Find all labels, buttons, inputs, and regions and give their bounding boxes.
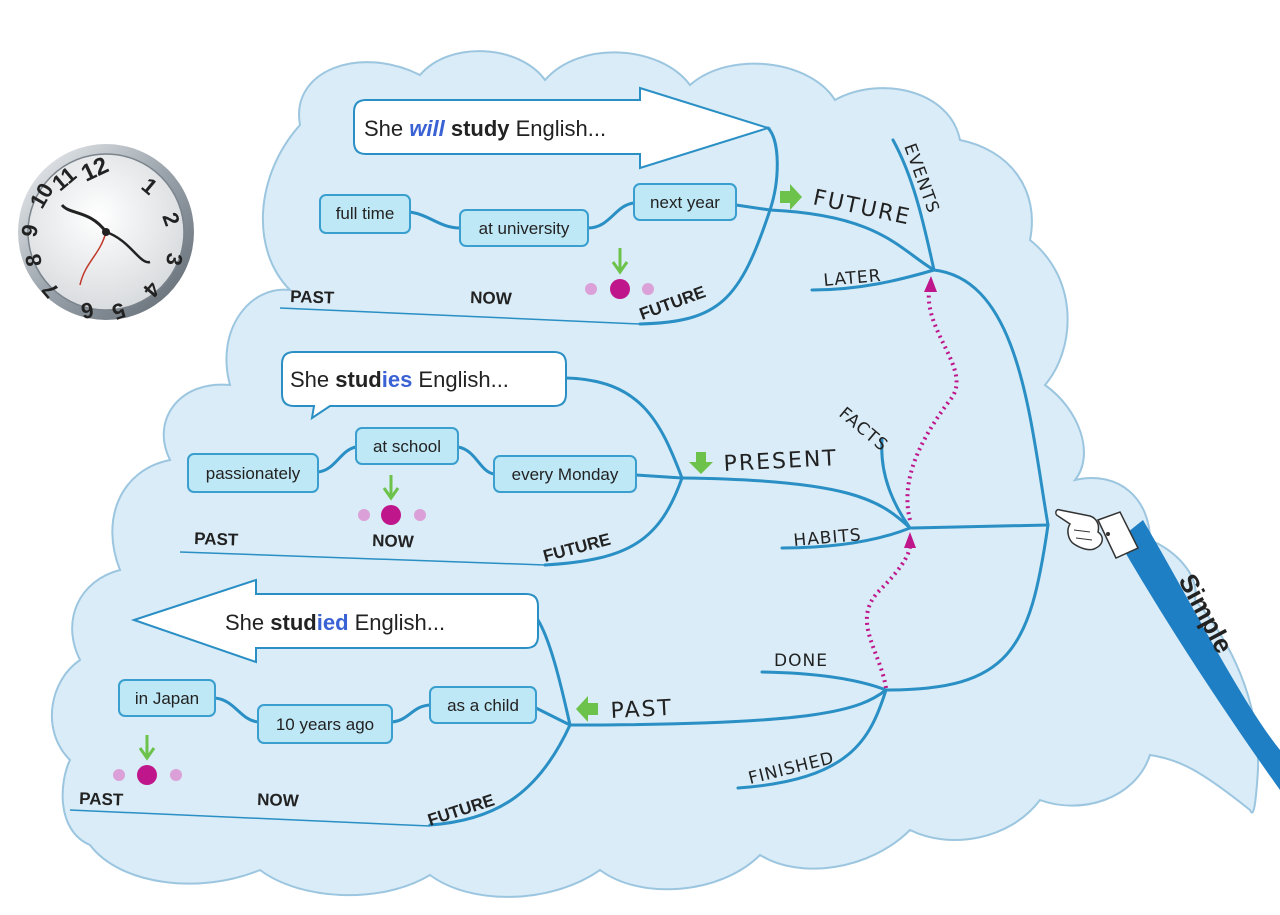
future-now-marker bbox=[585, 248, 654, 299]
box-at-university bbox=[459, 209, 589, 247]
label-done: DONE bbox=[774, 651, 828, 671]
cloud-background bbox=[50, 50, 1260, 898]
present-branch-label: PRESENT bbox=[723, 446, 838, 477]
box-as-a-child-label: as a child bbox=[447, 696, 519, 715]
future-sentence-arrow bbox=[353, 86, 772, 170]
box-full-time bbox=[319, 194, 411, 234]
svg-text:6: 6 bbox=[79, 297, 95, 324]
box-next-year bbox=[633, 183, 737, 221]
future-green-arrow-icon bbox=[780, 184, 802, 210]
box-10-years-ago bbox=[257, 704, 393, 744]
now-dot-icon bbox=[610, 279, 630, 299]
green-arrow-icon bbox=[382, 475, 400, 501]
past-green-arrow-icon bbox=[576, 696, 598, 722]
future-timeline-now: NOW bbox=[470, 288, 513, 308]
svg-text:8: 8 bbox=[20, 252, 47, 268]
box-as-a-child bbox=[429, 686, 537, 724]
box-every-monday-label: every Monday bbox=[512, 465, 619, 484]
svg-text:3: 3 bbox=[161, 251, 188, 267]
past-timeline-past: PAST bbox=[79, 789, 124, 810]
melting-clock-icon: 12 11 10 9 8 7 6 5 4 3 2 1 bbox=[16, 144, 194, 325]
future-timeline-past: PAST bbox=[290, 287, 335, 308]
box-every-monday bbox=[493, 455, 637, 493]
box-in-japan-label: in Japan bbox=[135, 689, 199, 708]
green-arrow-icon bbox=[138, 735, 156, 761]
pointing-hand-icon bbox=[1055, 508, 1140, 559]
past-now-marker bbox=[113, 735, 182, 785]
present-timeline-now: NOW bbox=[372, 531, 415, 551]
present-timeline-line bbox=[179, 551, 546, 566]
present-now-marker bbox=[358, 475, 426, 525]
now-dot-icon bbox=[381, 505, 401, 525]
box-in-japan bbox=[118, 679, 216, 717]
past-timeline-line bbox=[69, 809, 431, 827]
present-speech-bubble bbox=[281, 351, 567, 421]
arrow-head-present bbox=[904, 532, 916, 548]
present-sentence: She studies English... bbox=[290, 367, 509, 392]
box-10-years-ago-label: 10 years ago bbox=[276, 715, 374, 734]
box-full-time-label: full time bbox=[336, 204, 395, 223]
present-timeline-past: PAST bbox=[194, 529, 239, 550]
branch-lines bbox=[213, 126, 1050, 827]
future-section: She will study English... full time at u… bbox=[290, 86, 913, 324]
future-sentence: She will study English... bbox=[364, 116, 606, 141]
box-next-year-label: next year bbox=[650, 193, 720, 212]
svg-text:9: 9 bbox=[16, 222, 43, 238]
past-timeline-now: NOW bbox=[257, 790, 300, 810]
box-passionately-label: passionately bbox=[206, 464, 301, 483]
past-sentence: She studied English... bbox=[225, 610, 445, 635]
green-arrow-icon bbox=[611, 248, 629, 275]
box-at-university-label: at university bbox=[479, 219, 570, 238]
future-timeline-line bbox=[279, 307, 641, 325]
past-sentence-arrow bbox=[130, 578, 539, 664]
past-branch-label: PAST bbox=[610, 696, 674, 724]
arrow-head-future bbox=[924, 276, 937, 292]
box-passionately bbox=[187, 453, 319, 493]
box-at-school-label: at school bbox=[373, 437, 441, 456]
progression-arrows bbox=[864, 284, 959, 689]
box-at-school bbox=[355, 427, 459, 465]
present-green-arrow-icon bbox=[689, 452, 713, 474]
now-dot-icon bbox=[137, 765, 157, 785]
present-section: She studies English... passionately at s… bbox=[187, 351, 838, 566]
